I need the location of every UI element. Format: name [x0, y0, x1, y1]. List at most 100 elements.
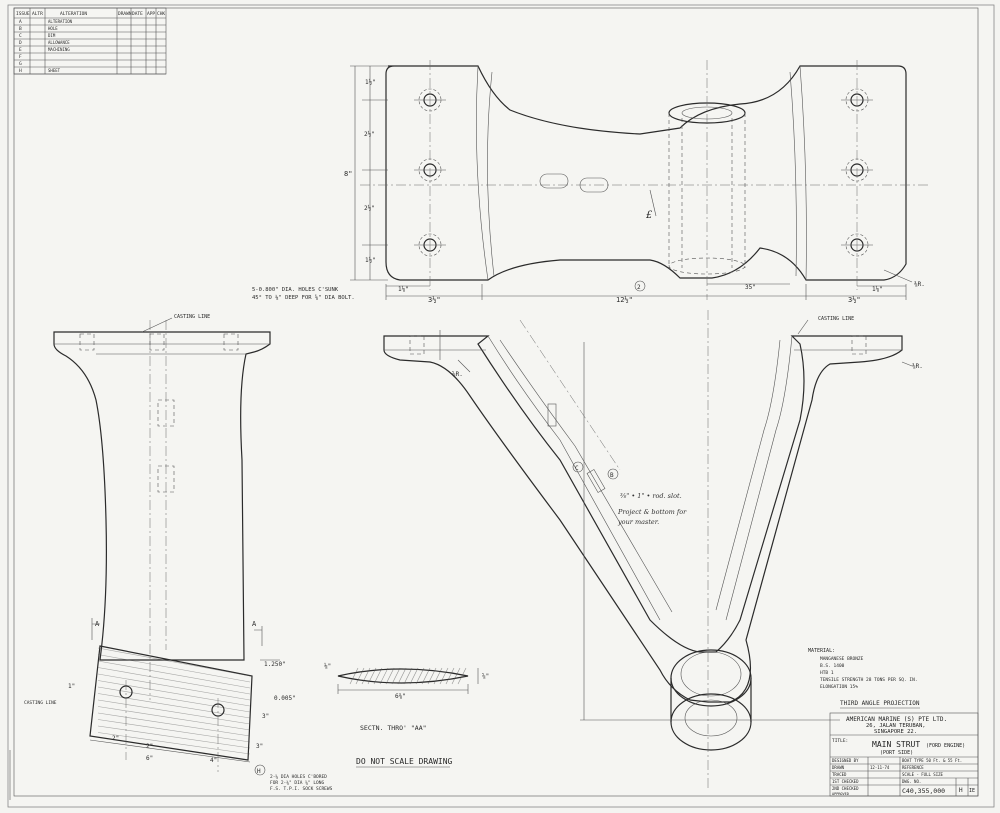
drawn-date: 12-11-74: [870, 765, 890, 770]
top-view: £: [360, 60, 930, 300]
bottom-holes-note-2: FOR 2-⅜" DIA ⅝" LONG: [270, 779, 324, 786]
casting-line-right: CASTING LINE: [818, 316, 854, 322]
rev-row-issue: E: [19, 47, 22, 53]
rev-header-drawn: DRAWN: [118, 11, 132, 17]
issue-letter: H: [959, 787, 963, 794]
dim-bl-n1: 1.250": [264, 661, 286, 668]
rev-header-app: APP: [147, 11, 155, 17]
dim-radius-1: ⅜R.: [914, 281, 925, 288]
hand-note-2: Project & bottom for: [617, 508, 687, 516]
drawn-label: DRAWN: [832, 765, 845, 770]
dim-bl-2a: 2": [112, 735, 119, 742]
holes-note-line1: 5-0.800" DIA. HOLES C'SUNK: [252, 287, 339, 293]
rev-header-chk: CHK: [157, 11, 165, 17]
dim-bl-3: 3": [256, 743, 263, 750]
approved-label: APPROVED: [832, 792, 849, 796]
bubble-b: B: [610, 472, 614, 479]
company-address-1: 26, JALAN TERUBAN,: [866, 723, 926, 729]
revision-table: ISSUE ALTR ALTERATION DRAWN DATE APP CHK…: [13, 7, 167, 75]
rev-row-issue: C: [19, 33, 22, 39]
rev-row-text: ALTERATION: [48, 19, 73, 24]
dim-top-inner-right: 1⅛": [872, 286, 883, 293]
section-label-a2: A: [252, 620, 257, 628]
dim-radius-2: ⅜R.: [912, 363, 923, 370]
material-line-1: MANGANESE BRONZE: [820, 656, 864, 662]
do-not-scale: DO NOT SCALE DRAWING: [356, 757, 453, 766]
bubble-h: H: [257, 768, 261, 775]
material-line-5: ELONGATION 15%: [820, 684, 858, 690]
section-label: SECTN. THRO' "AA": [360, 724, 427, 732]
bottom-holes-note-1: 2-⅝ DIA HOLES C'BORED: [270, 773, 327, 780]
rev-row-issue: F: [19, 54, 22, 60]
designed-by: DESIGNED BY: [832, 758, 859, 763]
dim-v1: 1½": [365, 79, 376, 86]
rev-row-text: ALLOWANCE: [48, 40, 70, 45]
boat-type: BOAT TYPE 50 Ft. & 55 Ft.: [902, 758, 962, 763]
casting-line-bottom: CASTING LINE: [24, 700, 57, 706]
dim-top-center: 35": [745, 284, 756, 291]
dim-top-inner-left: 1⅛": [398, 286, 409, 293]
section-aa: 6⅜" ⅝" ⅛" SECTN. THRO' "AA" DO NOT SCALE…: [324, 663, 489, 768]
scale-label: SCALE - FULL SIZE: [902, 772, 944, 777]
material-line-3: HTB 1: [820, 670, 834, 676]
rev-row-text: DIM: [48, 33, 56, 38]
section-label-a1: A: [95, 620, 100, 628]
material-line-2: B.S. 1400: [820, 663, 845, 669]
dwg-no: C40,355,000: [902, 787, 945, 795]
rev-row-text: MACHINING: [48, 47, 70, 52]
material-note: MATERIAL: MANGANESE BRONZE B.S. 1400 HTB…: [808, 648, 918, 690]
front-view: CASTING LINE ⅝R. ⅜R. C B ⅜" • 1" • rod. …: [383, 310, 923, 790]
sheet-label: IE: [969, 788, 975, 794]
rev-header-alteration: ALTERATION: [60, 11, 87, 17]
dim-sec-l: ⅛": [324, 663, 331, 670]
rev-row-issue: D: [19, 40, 22, 46]
rev-header-altr: ALTR: [32, 11, 43, 17]
dim-top-total: 12½": [616, 296, 633, 304]
rev-row-text: SHEET: [48, 68, 61, 73]
rev-header-date: DATE: [132, 11, 143, 17]
company-address-2: SINGAPORE 22.: [874, 729, 917, 735]
dim-top-left: 3½": [428, 296, 441, 304]
drawing-title-sub: (FORD ENGINE): [926, 743, 965, 749]
material-line-4: TENSILE STRENGTH 28 TONS PER SQ. IN.: [820, 677, 918, 683]
traced-label: TRACED: [832, 772, 847, 777]
casting-line-left: CASTING LINE: [174, 314, 210, 320]
dim-bl-n2: 3": [262, 713, 269, 720]
dim-sec-h: ⅝": [482, 673, 489, 680]
dim-bl-6: 6": [146, 755, 153, 762]
third-angle-projection: THIRD ANGLE PROJECTION: [840, 700, 920, 707]
dim-radius-3: ⅝R.: [452, 371, 463, 378]
checked-2-label: 2ND CHECKED: [832, 786, 859, 791]
rev-row-issue: H: [19, 68, 22, 74]
side-view: CASTING LINE A A 1.250" 0.005" 3" 2" 2" …: [24, 314, 333, 792]
rev-row-issue: G: [19, 61, 22, 67]
dim-v2: 2½": [364, 131, 375, 138]
rev-row-issue: B: [19, 26, 22, 32]
hand-note-1: ⅜" • 1" • rod. slot.: [620, 492, 682, 500]
paper-edge: [7, 4, 995, 808]
holes-note-line2: 45° TO ⅛" DEEP FOR ⅝" DIA BOLT.: [252, 294, 355, 301]
material-title: MATERIAL:: [808, 648, 835, 654]
dim-v3: 2½": [364, 205, 375, 212]
top-view-dimensions: 8" 1½" 2½" 2½" 1½" 1⅛" 3½" 12½" 3½" 1⅛" …: [344, 65, 925, 304]
bubble-c: C: [575, 465, 579, 472]
rev-header-issue: ISSUE: [16, 11, 30, 17]
drawing-title: MAIN STRUT: [872, 740, 920, 749]
dim-bl-1: 1": [68, 683, 75, 690]
svg-text:£: £: [645, 210, 653, 221]
company-name: AMERICAN MARINE (S) PTE LTD.: [846, 716, 947, 723]
bottom-holes-note-3: F.S. T.P.I. SOCK SCREWS: [270, 786, 333, 792]
dim-bl-4: 4": [210, 757, 217, 764]
rev-row-issue: A: [19, 19, 22, 25]
dim-top-right: 3½": [848, 296, 861, 304]
rev-row-text: HOLE: [48, 26, 58, 31]
dim-height-8: 8": [344, 170, 352, 178]
bubble-2: 2: [637, 284, 641, 291]
dim-bl-2b: 2": [146, 743, 153, 750]
title-label: TITLE:: [832, 738, 848, 744]
checked-1-label: 1ST CHECKED: [832, 779, 859, 784]
hand-note-3: your master.: [617, 518, 659, 526]
drawing-title-sub2: (PORT SIDE): [880, 750, 913, 756]
